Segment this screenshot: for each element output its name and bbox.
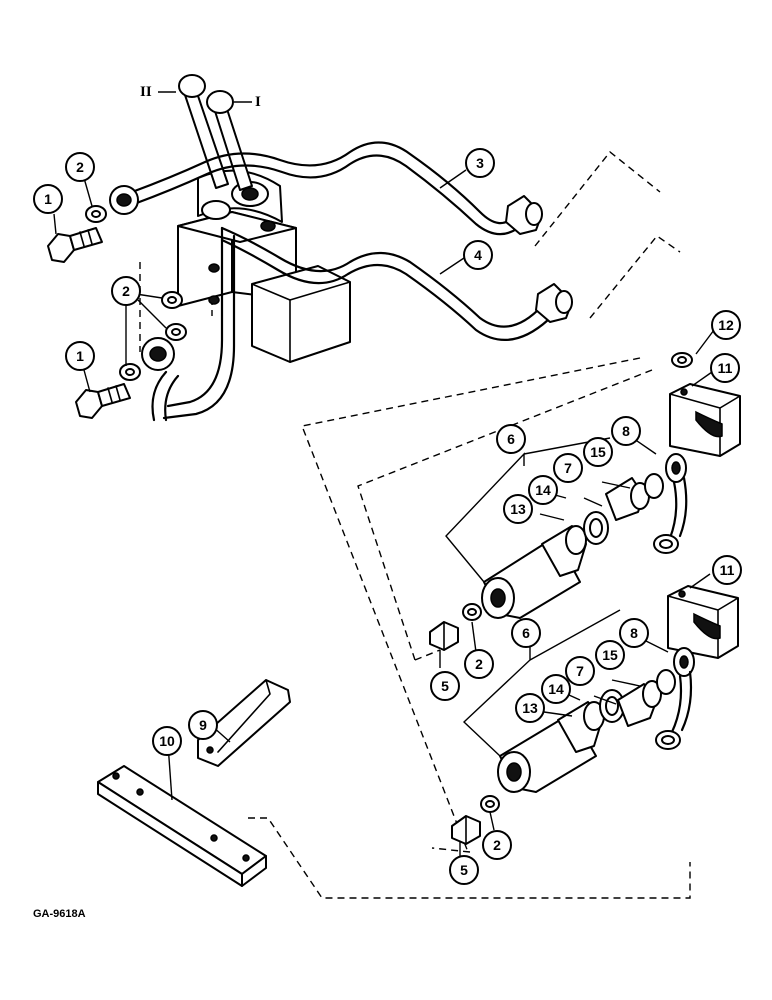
callout-1-lower: 1 xyxy=(65,341,95,371)
callout-label: 1 xyxy=(76,348,84,364)
mounting-bracket-upper xyxy=(669,383,741,457)
callout-label: 12 xyxy=(718,317,734,333)
hydraulic-tube-lower xyxy=(141,226,573,422)
callout-label: 10 xyxy=(159,733,175,749)
quick-coupler-upper xyxy=(481,453,688,619)
support-bracket xyxy=(197,679,291,767)
callout-label: 11 xyxy=(718,360,733,376)
callout-label: 5 xyxy=(441,678,449,694)
callout-6-upper: 6 xyxy=(496,424,526,454)
lever-label-ii: II xyxy=(140,84,152,100)
callout-2-coupler-lower: 2 xyxy=(482,830,512,860)
callout-label: 6 xyxy=(522,625,530,641)
callout-label: 13 xyxy=(510,501,526,517)
callout-label: 15 xyxy=(602,647,618,663)
callout-label: 9 xyxy=(199,717,207,733)
callout-label: 2 xyxy=(122,283,130,299)
mounting-plate xyxy=(97,765,267,887)
callout-label: 14 xyxy=(548,681,564,697)
callout-label: 11 xyxy=(720,562,735,578)
callout-5-upper: 5 xyxy=(430,671,460,701)
callout-6-lower: 6 xyxy=(511,618,541,648)
callout-2-valve: 2 xyxy=(111,276,141,306)
callout-8-lower: 8 xyxy=(619,618,649,648)
callout-label: 2 xyxy=(76,159,84,175)
callout-label: 13 xyxy=(522,700,538,716)
callout-5-lower: 5 xyxy=(449,855,479,885)
callout-15-lower: 15 xyxy=(595,640,625,670)
figure-reference-code: GA-9618A xyxy=(33,908,86,920)
callout-label: 2 xyxy=(475,656,483,672)
callout-label: 6 xyxy=(507,431,515,447)
washers-valve-ports xyxy=(119,291,187,381)
callout-label: 8 xyxy=(630,625,638,641)
callout-9: 9 xyxy=(188,710,218,740)
banjo-bolt-lower xyxy=(75,383,131,419)
callout-11-upper: 11 xyxy=(710,353,740,383)
callout-12: 12 xyxy=(711,310,741,340)
quick-coupler-lower xyxy=(497,647,695,793)
callout-10: 10 xyxy=(152,726,182,756)
callout-label: 7 xyxy=(564,460,572,476)
callout-label: 14 xyxy=(535,482,551,498)
callout-7-upper: 7 xyxy=(553,453,583,483)
callout-label: 2 xyxy=(493,837,501,853)
callout-3: 3 xyxy=(465,148,495,178)
callout-14-lower: 14 xyxy=(541,674,571,704)
callout-label: 3 xyxy=(476,155,484,171)
leader-lines xyxy=(53,169,715,856)
washer-12 xyxy=(671,352,693,368)
callout-13-lower: 13 xyxy=(515,693,545,723)
callout-2-coupler-upper: 2 xyxy=(464,649,494,679)
callout-label: 7 xyxy=(576,663,584,679)
lever-label-i: I xyxy=(255,94,261,110)
callout-label: 4 xyxy=(474,247,482,263)
hydraulic-tube-upper xyxy=(109,141,543,236)
mounting-bracket-lower xyxy=(667,585,739,659)
callout-13-upper: 13 xyxy=(503,494,533,524)
callout-label: 1 xyxy=(44,191,52,207)
callout-11-lower: 11 xyxy=(712,555,742,585)
callout-label: 5 xyxy=(460,862,468,878)
callout-2-upper: 2 xyxy=(65,152,95,182)
callout-8-upper: 8 xyxy=(611,416,641,446)
callout-4: 4 xyxy=(463,240,493,270)
fitting-upper xyxy=(429,603,482,651)
banjo-bolt-upper xyxy=(47,227,103,263)
callout-label: 15 xyxy=(590,444,606,460)
callout-1-upper: 1 xyxy=(33,184,63,214)
callout-label: 8 xyxy=(622,423,630,439)
washer-upper xyxy=(85,205,107,223)
control-valve-assembly xyxy=(177,169,351,363)
callout-15-upper: 15 xyxy=(583,437,613,467)
fitting-lower xyxy=(451,795,500,845)
callout-7-lower: 7 xyxy=(565,656,595,686)
control-levers xyxy=(158,74,253,191)
callout-14-upper: 14 xyxy=(528,475,558,505)
